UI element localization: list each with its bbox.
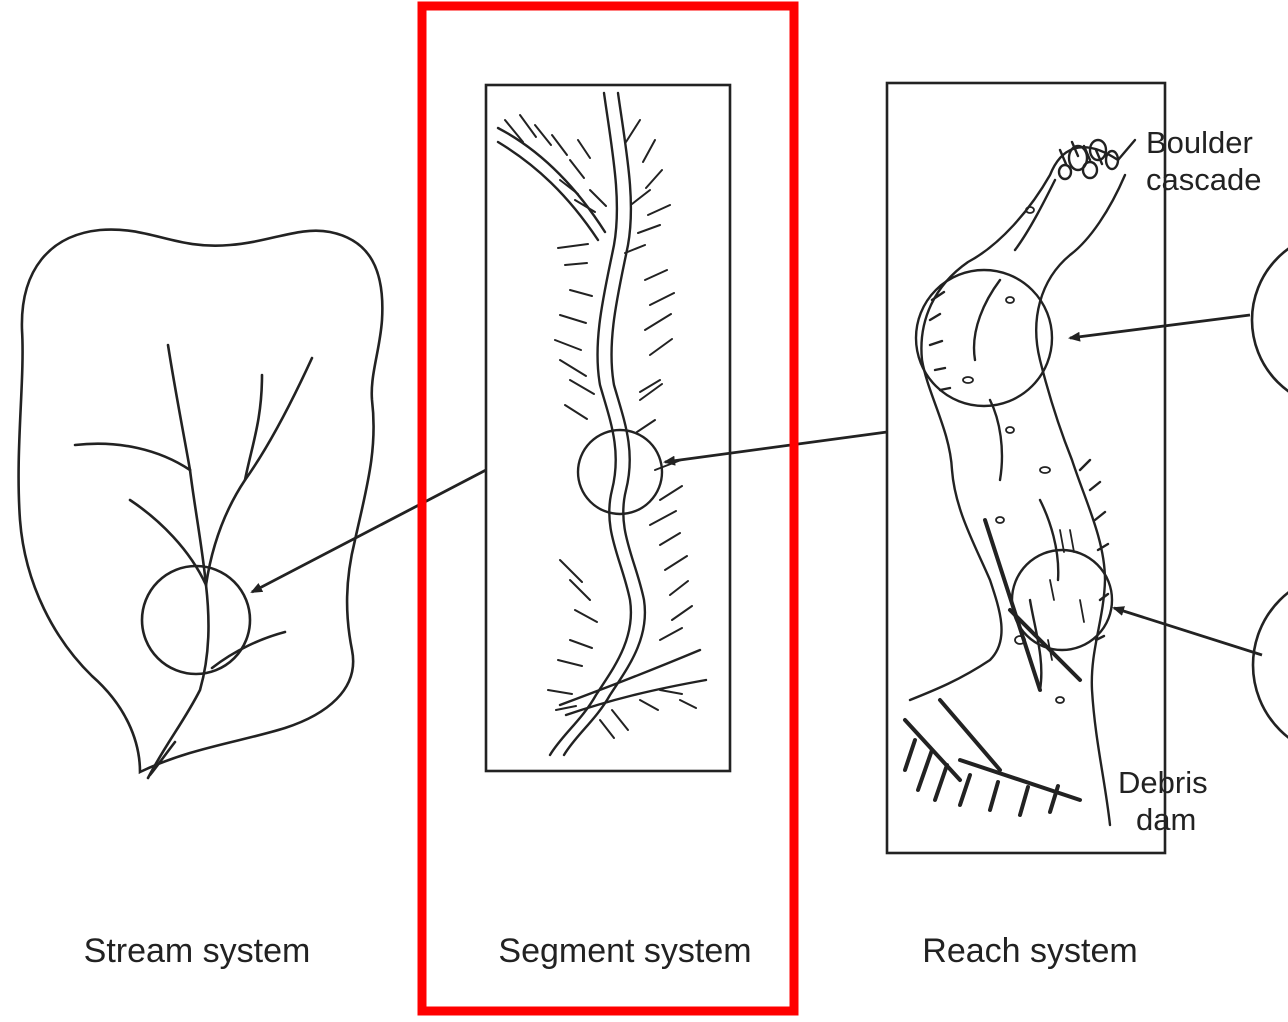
stream-zoom-circle — [142, 566, 250, 674]
segment-hillslope-hatching — [505, 115, 696, 738]
reach-system-label: Reach system — [922, 932, 1137, 970]
segment-frame — [486, 85, 730, 771]
cascade-to-reach-arrow — [1070, 315, 1250, 338]
boulder-label-line1: Boulder — [1146, 125, 1253, 160]
segment-zoom-circle — [578, 430, 662, 514]
stream-system-label: Stream system — [84, 932, 311, 970]
debris-dam-logs — [905, 520, 1080, 815]
segment-to-stream-arrow — [252, 470, 486, 592]
stream-network — [75, 345, 312, 778]
stream-system-panel — [19, 230, 383, 778]
highlight-box — [422, 6, 794, 1011]
segment-system-label: Segment system — [498, 932, 751, 970]
boulder-label-line2: cascade — [1146, 162, 1261, 197]
zoom-arrows — [252, 315, 1262, 655]
reach-system-panel — [887, 83, 1165, 853]
boulder-zoom-circle — [916, 270, 1052, 406]
debris-label-line1: Debris — [1118, 765, 1208, 800]
segment-channel — [498, 93, 706, 755]
segment-system-panel — [486, 85, 730, 771]
reach-to-segment-arrow — [665, 432, 887, 462]
debris-zoom-circle — [1012, 550, 1112, 650]
boulder-label-leader — [1118, 140, 1135, 160]
reach-channel — [910, 142, 1125, 825]
debris-to-reach-arrow — [1114, 608, 1262, 655]
debris-label-line2: dam — [1136, 802, 1196, 837]
reach-frame — [887, 83, 1165, 853]
cropped-right-panel — [1252, 232, 1288, 757]
